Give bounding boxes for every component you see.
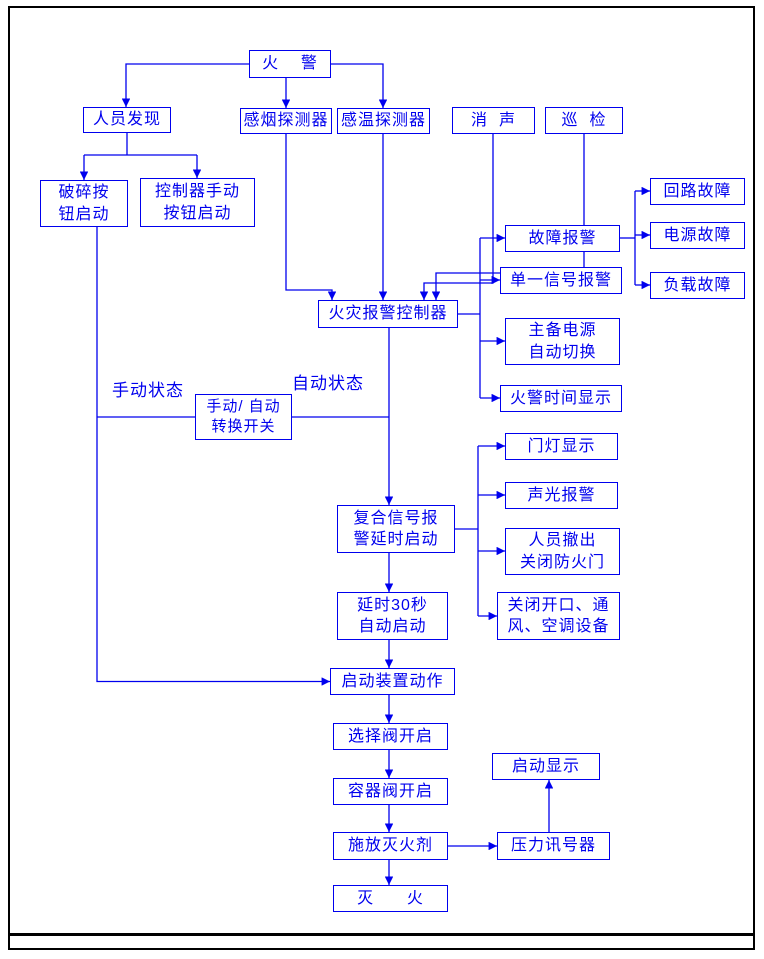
node-transfer-switch: 手动/ 自动 转换开关 xyxy=(195,394,292,440)
node-extinguish: 灭 火 xyxy=(333,885,448,912)
node-fault-alarm: 故障报警 xyxy=(505,225,620,252)
node-load-fault: 负载故障 xyxy=(650,272,745,299)
node-smoke-detector: 感烟探测器 xyxy=(240,108,332,134)
node-composite-delay: 复合信号报 警延时启动 xyxy=(337,505,455,553)
node-fire-alarm: 火 警 xyxy=(249,50,331,78)
node-power-switch: 主备电源 自动切换 xyxy=(505,318,620,365)
node-pressure-signal: 压力讯号器 xyxy=(497,832,610,860)
node-sound-light: 声光报警 xyxy=(505,482,618,509)
node-break-button: 破碎按 钮启动 xyxy=(40,180,128,227)
node-single-signal: 单一信号报警 xyxy=(500,267,622,294)
node-door-light: 门灯显示 xyxy=(505,433,618,460)
label-auto-state: 自动状态 xyxy=(292,374,364,393)
node-delay-30s: 延时30秒 自动启动 xyxy=(337,592,448,640)
node-mute: 消 声 xyxy=(452,107,535,134)
node-temp-detector: 感温探测器 xyxy=(337,108,430,134)
node-person-found: 人员发现 xyxy=(83,107,171,133)
node-patrol: 巡 检 xyxy=(545,107,623,134)
node-loop-fault: 回路故障 xyxy=(650,178,745,205)
node-release-agent: 施放灭火剂 xyxy=(333,832,448,860)
title-block-line xyxy=(8,933,755,936)
node-start-display: 启动显示 xyxy=(492,753,600,780)
node-fire-time-display: 火警时间显示 xyxy=(500,385,622,412)
node-container-valve: 容器阀开启 xyxy=(333,778,448,805)
node-evacuate: 人员撤出 关闭防火门 xyxy=(505,528,620,575)
node-close-openings: 关闭开口、通 风、空调设备 xyxy=(497,592,620,640)
drawing-border xyxy=(8,6,755,950)
node-fire-controller: 火灾报警控制器 xyxy=(318,300,458,328)
node-start-device: 启动装置动作 xyxy=(330,668,455,695)
label-manual-state: 手动状态 xyxy=(112,381,184,400)
node-power-fault: 电源故障 xyxy=(650,222,745,249)
node-select-valve: 选择阀开启 xyxy=(333,723,448,750)
node-controller-manual: 控制器手动 按钮启动 xyxy=(140,178,255,227)
